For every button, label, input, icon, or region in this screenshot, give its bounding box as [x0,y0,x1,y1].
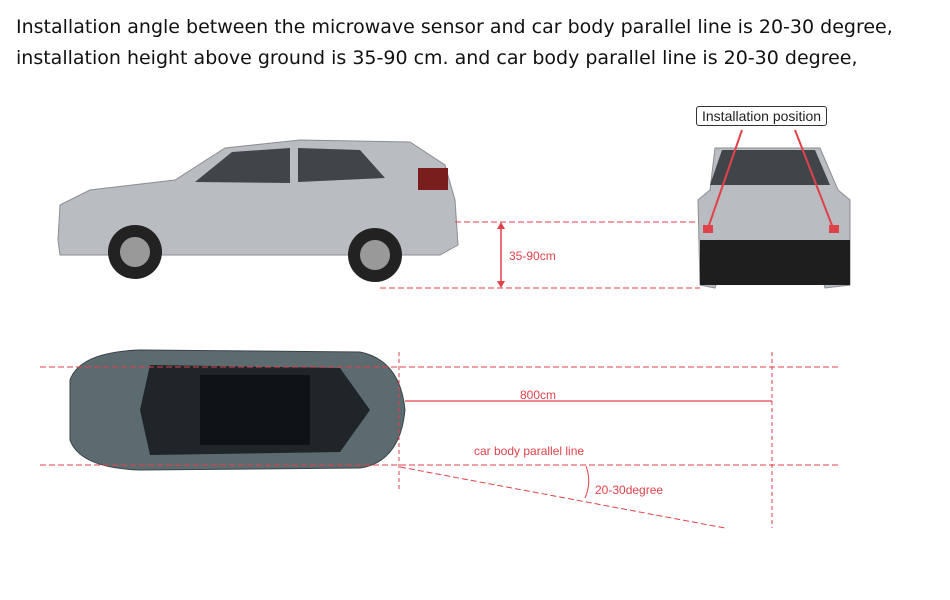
sensor-marker-right [829,225,839,233]
parallel-line-label: car body parallel line [474,444,585,458]
distance-label: 800cm [520,388,557,402]
caption-line-2: installation height above ground is 35-9… [16,47,858,69]
angle-label: 20-30degree [595,483,664,497]
car-side-view [57,139,459,282]
sensor-marker-left [703,225,713,233]
angle-arc [584,465,590,499]
height-label: 35-90cm [509,249,556,263]
car-rear-view [697,129,851,289]
sensor-angle-line [399,466,726,529]
height-arrowheads [497,222,505,288]
caption-line-1: Installation angle between the microwave… [16,16,893,38]
installation-position-label: Installation position [696,106,828,126]
car-top-view [69,349,406,471]
pointer-line-left [707,129,743,229]
pointer-line-right [794,129,834,229]
